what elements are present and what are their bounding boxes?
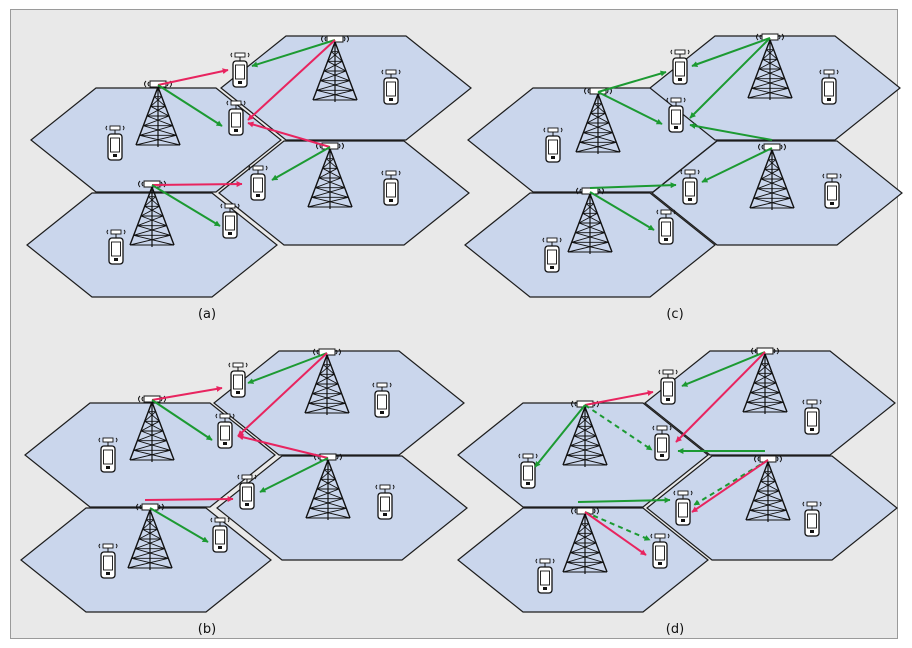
mobile-phone-icon [650, 533, 670, 569]
mobile-phone-icon [98, 543, 118, 579]
hex-cell [644, 350, 896, 456]
mobile-phone-icon [819, 69, 839, 105]
signal-arrow [259, 457, 329, 493]
cell-tower-icon [749, 143, 795, 210]
mobile-phone-icon [666, 97, 686, 133]
hex-cell [218, 140, 470, 246]
signal-arrow [577, 497, 671, 504]
mobile-phone-icon [226, 100, 246, 136]
cell-tower-icon [747, 33, 793, 100]
signal-arrow [693, 459, 769, 506]
mobile-phone-icon [230, 52, 250, 88]
mobile-phone-icon [543, 127, 563, 163]
mobile-phone-icon [106, 229, 126, 265]
signal-arrow [689, 37, 771, 119]
cell-tower-icon [127, 503, 173, 570]
interference-arrow [691, 459, 769, 513]
mobile-phone-icon [210, 517, 230, 553]
panel-label-c: (c) [666, 307, 684, 322]
hex-cell [457, 507, 709, 613]
mobile-phone-icon [802, 399, 822, 435]
mobile-phone-icon [381, 69, 401, 105]
mobile-phone-icon [680, 169, 700, 205]
interference-arrow [584, 511, 647, 556]
interference-arrow [247, 121, 331, 148]
mobile-phone-icon [652, 425, 672, 461]
mobile-phone-icon [237, 474, 257, 510]
signal-arrow [247, 352, 328, 384]
mobile-phone-icon [248, 165, 268, 201]
signal-arrow [149, 507, 209, 543]
panel-label-d: (d) [665, 622, 685, 637]
cell-tower-icon [312, 35, 358, 102]
signal-arrow [157, 84, 223, 127]
cell-tower-icon [304, 348, 350, 415]
mobile-phone-icon [381, 170, 401, 206]
signal-arrow [151, 399, 213, 441]
signal-arrow [589, 182, 677, 189]
mobile-phone-icon [228, 362, 248, 398]
mobile-phone-icon [372, 382, 392, 418]
hex-cell [646, 455, 898, 561]
phone-layer [98, 49, 842, 594]
hex-cell [651, 140, 903, 246]
interference-arrow [151, 385, 223, 401]
signal-arrow [589, 191, 655, 231]
interference-arrow [144, 496, 234, 503]
mobile-phone-icon [535, 558, 555, 594]
cell-tower-icon [567, 187, 613, 254]
signal-arrow [151, 184, 221, 227]
signal-arrow [584, 511, 651, 541]
mobile-phone-icon [658, 369, 678, 405]
signal-arrow [597, 91, 663, 125]
cell-tower-icon [745, 455, 791, 522]
interference-arrow [247, 39, 336, 121]
mobile-phone-icon [673, 490, 693, 526]
interference-arrow [584, 390, 654, 406]
interference-arrow [237, 352, 328, 437]
signal-arrow [584, 404, 653, 451]
mobile-phone-icon [215, 413, 235, 449]
signal-arrow [691, 37, 771, 67]
mobile-phone-icon [802, 501, 822, 537]
signal-arrow [689, 123, 773, 141]
mobile-phone-icon [375, 484, 395, 520]
mobile-phone-icon [656, 209, 676, 245]
hex-cell [20, 507, 272, 613]
mobile-phone-icon [822, 173, 842, 209]
interference-arrow [675, 351, 766, 443]
signal-arrow [271, 146, 331, 181]
interference-arrow [237, 434, 329, 459]
interference-arrow [151, 181, 243, 188]
mobile-phone-icon [670, 49, 690, 85]
signal-arrow [681, 351, 766, 387]
panel-label-b: (b) [197, 622, 217, 637]
signal-arrow [701, 147, 773, 183]
panel-label-a: (a) [197, 307, 217, 322]
signal-arrow [251, 39, 336, 68]
link-layer [144, 37, 773, 556]
mobile-phone-icon [98, 437, 118, 473]
interference-arrow [157, 68, 229, 86]
mobile-phone-icon [220, 203, 240, 239]
cell-tower-icon [742, 347, 788, 414]
signal-arrow [534, 404, 586, 468]
mobile-phone-icon [542, 237, 562, 273]
signal-arrow [597, 70, 667, 93]
cell-tower-icon [562, 507, 608, 574]
mobile-phone-icon [105, 125, 125, 161]
mobile-phone-icon [518, 453, 538, 489]
